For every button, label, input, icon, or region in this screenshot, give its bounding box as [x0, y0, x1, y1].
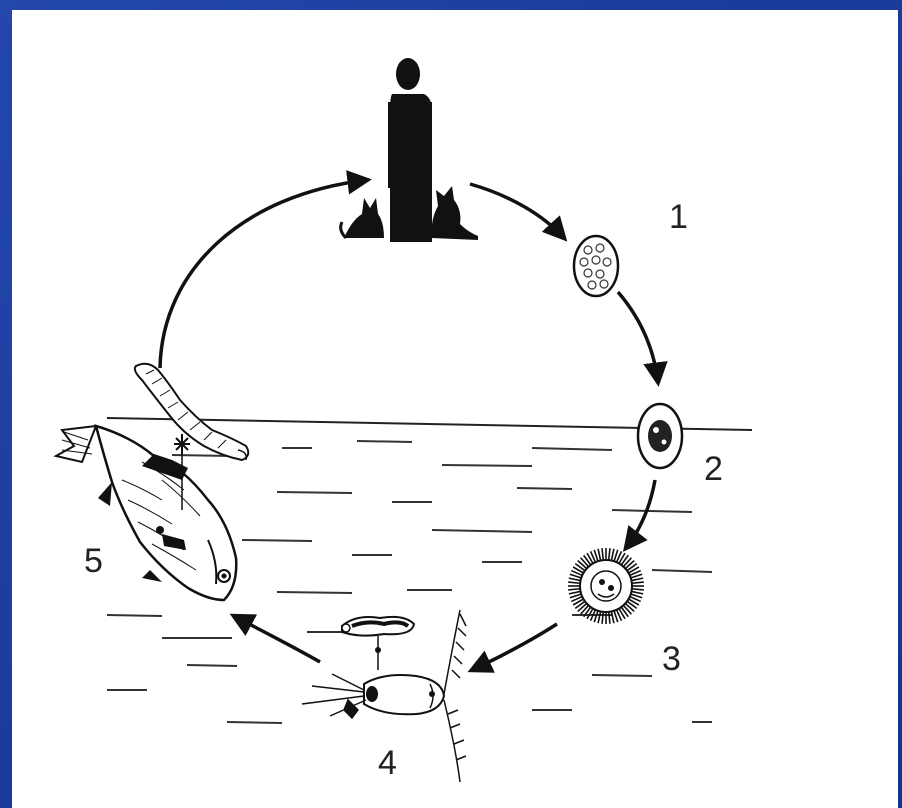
arrow-embryonated-to-coracidium	[626, 480, 655, 548]
life-cycle-diagram: 1 2 3 4 5	[12, 10, 898, 808]
embryonated-egg-icon	[638, 404, 682, 468]
human-icon	[388, 58, 432, 242]
plerocercoid-larva-icon	[135, 364, 248, 460]
stage-label-1: 1	[669, 198, 688, 236]
stage-label-2: 2	[704, 450, 723, 488]
arrow-egg-to-embryonated	[618, 292, 658, 382]
stage-label-5: 5	[84, 542, 103, 580]
dog-icon	[432, 186, 478, 240]
arrow-coracidium-to-copepod	[472, 624, 557, 670]
stage-label-4: 4	[378, 744, 397, 782]
coracidium-icon	[568, 548, 644, 624]
arrow-copepod-to-fish	[234, 616, 320, 662]
unembryonated-egg-icon	[574, 236, 618, 296]
arrow-host-to-egg	[470, 184, 564, 238]
cat-icon	[341, 198, 384, 238]
arrow-fish-to-host	[160, 180, 367, 368]
diagram-panel: 1 2 3 4 5	[12, 10, 898, 808]
procercoid-larva-icon	[342, 617, 414, 670]
stage-label-3: 3	[662, 640, 681, 678]
